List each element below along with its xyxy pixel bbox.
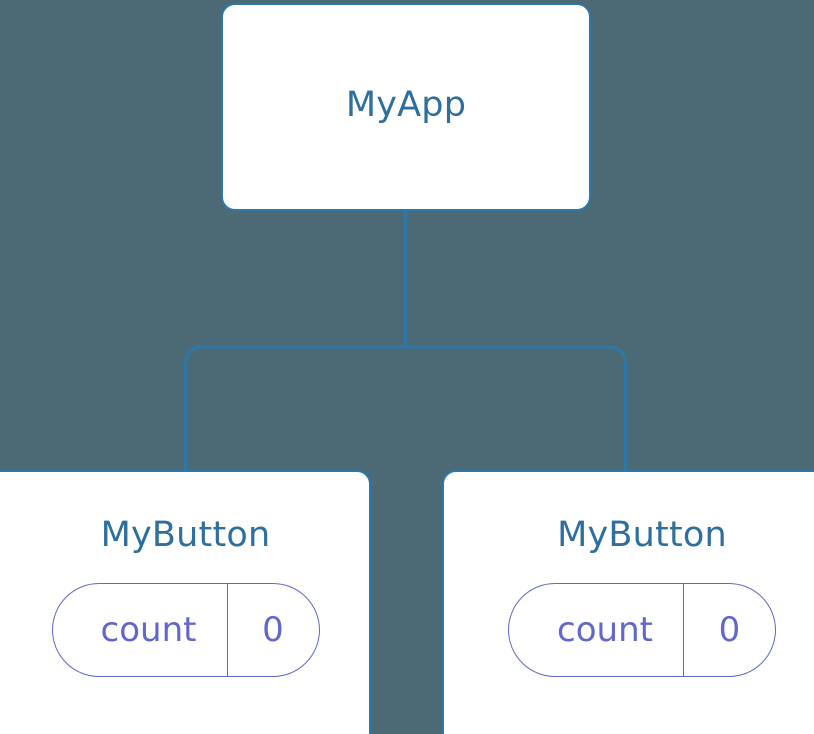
state-value: 0 [226, 584, 319, 676]
state-pill[interactable]: count 0 [508, 583, 776, 677]
node-content: MyButton count 0 [508, 518, 776, 677]
node-title: MyApp [345, 84, 467, 125]
node-title: MyButton [100, 515, 271, 555]
node-myapp[interactable]: MyApp [221, 3, 591, 211]
node-content: MyButton count 0 [51, 515, 320, 677]
edge-child-bus [184, 345, 627, 470]
state-key: count [557, 610, 653, 650]
state-value: 0 [683, 584, 775, 676]
node-title: MyButton [557, 515, 727, 555]
node-mybutton-1[interactable]: MyButton count 0 [442, 470, 814, 734]
state-pill[interactable]: count 0 [51, 583, 320, 677]
node-mybutton-0[interactable]: MyButton count 0 [0, 470, 371, 734]
state-key: count [100, 610, 197, 650]
